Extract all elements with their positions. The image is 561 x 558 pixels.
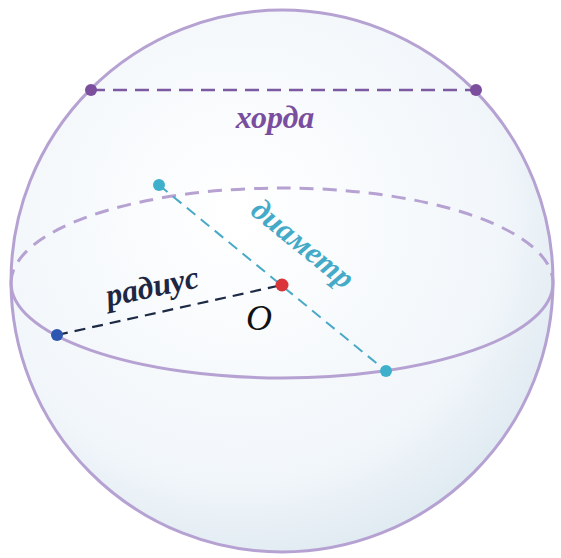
diameter-end bbox=[380, 365, 392, 377]
chord-end bbox=[85, 84, 97, 96]
chord-label: хорда bbox=[236, 101, 315, 133]
sphere-outline bbox=[11, 10, 553, 552]
equator-front bbox=[11, 283, 553, 378]
center-label: O bbox=[246, 300, 272, 336]
radius-end bbox=[51, 329, 63, 341]
center-point bbox=[276, 279, 289, 292]
diameter-end bbox=[153, 179, 165, 191]
chord-line bbox=[91, 89, 476, 92]
chord-end bbox=[470, 84, 482, 96]
